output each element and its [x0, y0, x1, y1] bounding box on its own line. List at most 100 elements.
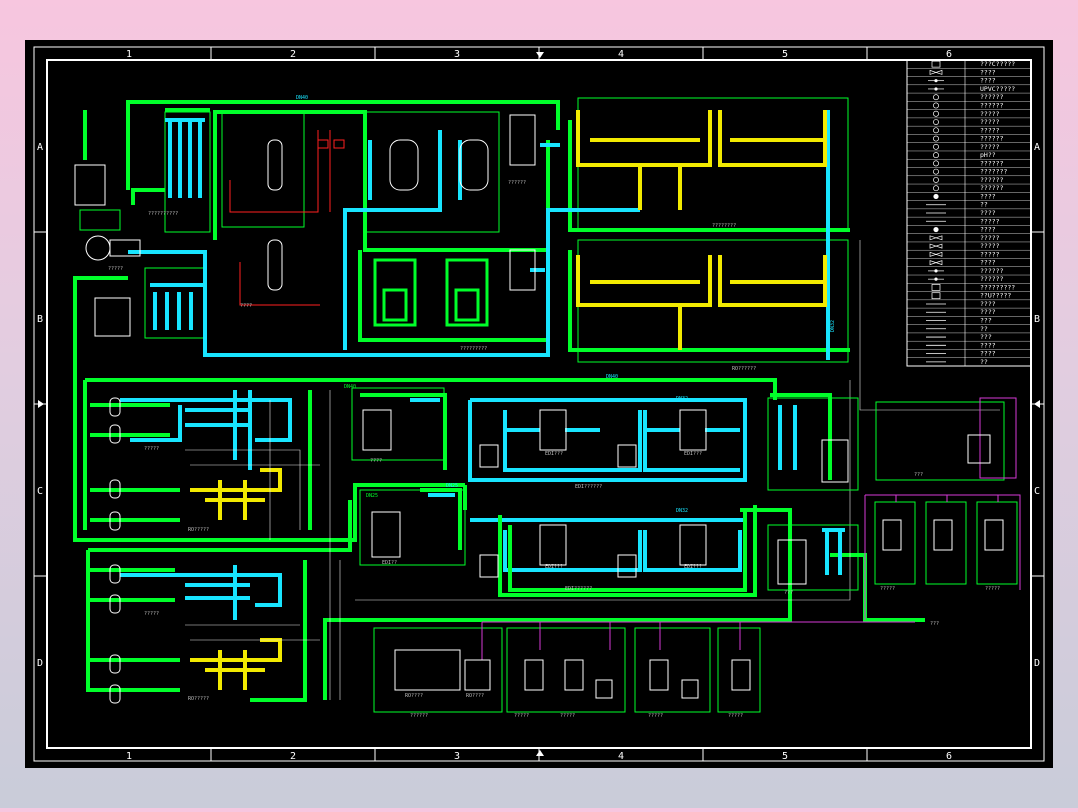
line-label-c1: DN32	[676, 396, 688, 402]
row-label: D	[1034, 658, 1040, 669]
cleaning-b-label: ?????	[728, 713, 743, 719]
control-label: ??????	[410, 713, 428, 719]
legend-text: ???	[980, 317, 992, 325]
legend-table: ???C????????????? UPVC???????????????????…	[906, 59, 1032, 367]
legend-text: ?????	[980, 242, 1000, 250]
legend-text: ????	[980, 350, 996, 358]
tank-icon	[931, 60, 941, 68]
reagent-tank-label: ????	[240, 303, 252, 309]
column-label: 6	[946, 49, 952, 60]
legend-text: ????	[980, 209, 996, 217]
legend-text: ??????	[980, 275, 1004, 283]
legend-text: ??	[980, 201, 988, 209]
legend-text: ?????	[980, 126, 1000, 134]
row-label: C	[1034, 486, 1040, 497]
gauge-icon	[933, 185, 939, 192]
pump-set-label: ?????	[880, 586, 895, 592]
legend-text: ??????	[980, 176, 1004, 184]
check-valve-icon	[928, 79, 944, 83]
column-label: 2	[290, 751, 296, 762]
edi-box-label-2: EDI??????	[565, 586, 592, 592]
legend-text: ??	[980, 358, 988, 366]
legend-text: ????	[980, 308, 996, 316]
sampling-b-label: ?????	[560, 713, 575, 719]
dosing-system-b-label: ?????	[144, 611, 159, 617]
legend-text: ??????	[980, 159, 1004, 167]
row-label: B	[37, 314, 43, 325]
column-label: 5	[782, 751, 788, 762]
drain-label: ???	[930, 621, 939, 627]
legend-text: ?????????	[980, 283, 1015, 291]
ro-system-b-label: RO?????	[188, 696, 209, 702]
tank-icon	[931, 284, 941, 291]
row-label: A	[37, 142, 43, 153]
security-filter-label: ??????	[508, 180, 526, 186]
row-label: B	[1034, 314, 1040, 325]
meter-icon	[928, 277, 944, 281]
legend-text: ????	[980, 259, 996, 267]
row-label: C	[37, 486, 43, 497]
legend-text: ????	[980, 341, 996, 349]
legend-text: ????	[980, 300, 996, 308]
ph-adjust-label: ???	[914, 472, 923, 478]
multimedia-filter-label: ??????????	[148, 211, 178, 217]
line-label-c2: DN32	[676, 508, 688, 514]
line-label-mid-a: DN40	[606, 374, 618, 380]
legend-text: ?????	[980, 143, 1000, 151]
legend-text: ??????	[980, 184, 1004, 192]
line-label-vertical: DN32	[830, 320, 836, 332]
gauge-icon	[933, 143, 939, 150]
legend-text: ?????	[980, 234, 1000, 242]
gauge-icon	[933, 102, 939, 109]
row-label: A	[1034, 142, 1040, 153]
legend-text: UPVC?????	[980, 85, 1015, 93]
valve-icon	[929, 235, 943, 241]
legend-text: ????	[980, 226, 996, 234]
pump-icon	[933, 193, 939, 200]
column-label: 3	[454, 751, 460, 762]
pump-icon	[933, 226, 939, 233]
gauge-icon	[933, 160, 939, 167]
ro-cleaning-label: RO????	[405, 693, 423, 699]
gauge-icon	[933, 127, 939, 134]
column-label: 1	[126, 751, 132, 762]
gauge-icon	[933, 119, 939, 125]
line-label-mid-b: DN40	[344, 384, 356, 390]
raw-water-pump-label: ?????	[108, 266, 123, 272]
gauge-icon	[933, 94, 939, 101]
gauge-icon	[933, 168, 939, 175]
legend-text: ???????	[980, 168, 1007, 176]
column-label: 1	[126, 49, 132, 60]
ro-unit-label: ????????	[712, 223, 736, 229]
gauge-icon	[933, 152, 939, 159]
pure-tank-label: EDI??	[382, 560, 397, 566]
legend-text: ?????	[980, 118, 1000, 126]
legend-text: ?????	[980, 250, 1000, 258]
line-label-c3: DN25	[446, 483, 458, 489]
softener-label: ?????????	[460, 346, 487, 352]
edi-3-label: EDI???	[545, 564, 563, 570]
line-label-top: DN40	[296, 95, 308, 101]
meter-icon	[928, 269, 944, 273]
legend-text: ?????	[980, 110, 1000, 118]
sampling-label: ?????	[514, 713, 529, 719]
frame-arrows	[38, 52, 1040, 756]
valve-icon	[929, 243, 943, 249]
product-tank-label: ???	[784, 590, 793, 596]
column-label: 2	[290, 49, 296, 60]
line-label-d1: DN25	[720, 588, 732, 594]
legend-text: ????	[980, 192, 996, 200]
valve-icon	[929, 69, 943, 75]
legend-text: ??	[980, 325, 988, 333]
gauge-icon	[933, 135, 939, 142]
gauge-icon	[933, 110, 939, 117]
legend-text: ???C?????	[980, 60, 1015, 68]
ro-system-label: RO?????	[188, 527, 209, 533]
valve-icon	[929, 260, 943, 266]
edi-box-label: EDI??????	[575, 484, 602, 490]
column-label: 4	[618, 751, 624, 762]
drawing-canvas	[25, 40, 1053, 768]
